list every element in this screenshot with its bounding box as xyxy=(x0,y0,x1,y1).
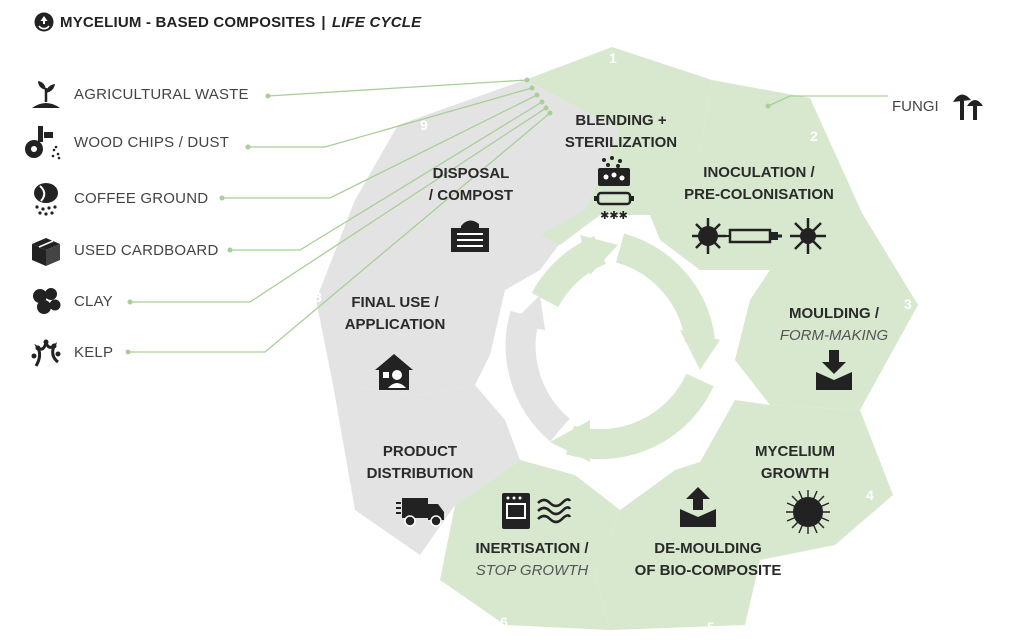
step-line2: / COMPOST xyxy=(428,187,514,204)
segment-7 xyxy=(333,385,520,555)
step-line2: APPLICATION xyxy=(344,316,446,333)
input-connectors xyxy=(128,79,888,353)
mould-box-icon xyxy=(816,350,852,390)
fungi-label: FUNGI xyxy=(892,97,939,115)
step-line1: DE-MOULDING xyxy=(654,540,762,557)
step-8-label: FINAL USE / APPLICATION xyxy=(333,292,457,336)
title-sub: LIFE CYCLE xyxy=(331,13,422,31)
saw-wood-icon xyxy=(25,126,61,160)
step-1-label: BLENDING + STERILIZATION xyxy=(551,110,691,154)
step-line2: DISTRIBUTION xyxy=(366,465,474,482)
segment-4 xyxy=(700,400,893,560)
input-clay: CLAY xyxy=(28,283,113,319)
input-agricultural-waste: AGRICULTURAL WASTE xyxy=(28,76,249,112)
coffee-bean-icon xyxy=(34,183,58,216)
input-fungi: FUNGI xyxy=(892,88,985,124)
step-number-1: 1 xyxy=(609,50,617,66)
step-line1: DISPOSAL xyxy=(432,165,510,182)
step-3-label: MOULDING / FORM-MAKING xyxy=(768,303,900,347)
step-number-3: 3 xyxy=(904,296,912,312)
step-6-label: INERTISATION / STOP GROWTH xyxy=(461,538,603,582)
title-separator: | xyxy=(321,13,326,31)
input-used-cardboard: USED CARDBOARD xyxy=(28,232,219,268)
input-coffee-ground: COFFEE GROUND xyxy=(28,180,208,216)
input-label: CLAY xyxy=(74,292,113,310)
input-label: COFFEE GROUND xyxy=(74,189,209,207)
step-line1: MOULDING / xyxy=(789,305,879,322)
segment-1 xyxy=(525,47,712,245)
clay-lumps-icon xyxy=(33,288,61,314)
connector-dots xyxy=(125,77,771,355)
step-9-label: DISPOSAL / COMPOST xyxy=(416,163,526,207)
step-number-8: 8 xyxy=(314,289,322,305)
step-line2: PRE-COLONISATION xyxy=(684,186,834,203)
step-line2: STERILIZATION xyxy=(564,134,678,151)
input-label: USED CARDBOARD xyxy=(74,241,219,259)
oven-heat-icon xyxy=(502,493,572,529)
step-4-label: MYCELIUM GROWTH xyxy=(745,441,845,485)
sprout-soil-icon xyxy=(32,81,60,108)
mycelium-icon xyxy=(786,490,830,534)
step-line2: FORM-MAKING xyxy=(779,327,889,344)
title-main: MYCELIUM - BASED COMPOSITES xyxy=(60,13,316,31)
segment-5 xyxy=(595,462,760,630)
step-number-5: 5 xyxy=(707,619,715,635)
segment-3 xyxy=(735,213,918,410)
segment-8 xyxy=(316,200,505,395)
input-kelp: KELP xyxy=(28,334,113,370)
step-number-4: 4 xyxy=(866,487,874,503)
step-line1: FINAL USE / xyxy=(351,294,439,311)
step-number-2: 2 xyxy=(810,128,818,144)
svg-text:✱✱✱: ✱✱✱ xyxy=(600,209,628,222)
unbox-icon xyxy=(680,487,716,527)
cardboard-box-icon xyxy=(32,238,60,266)
segment-6 xyxy=(440,460,620,630)
syringe-virus-icon xyxy=(692,218,826,254)
mushrooms-icon xyxy=(952,94,983,120)
kelp-icon xyxy=(31,339,61,367)
step-line1: MYCELIUM xyxy=(755,443,835,460)
truck-icon xyxy=(396,498,444,527)
input-label: AGRICULTURAL WASTE xyxy=(74,85,249,103)
step-line2: OF BIO-COMPOSITE xyxy=(634,562,782,579)
recycle-logo-icon xyxy=(34,12,54,32)
step-line1: INOCULATION / xyxy=(703,164,815,181)
house-user-icon xyxy=(375,354,413,390)
step-number-9: 9 xyxy=(420,117,428,133)
step-line2: GROWTH xyxy=(760,465,830,482)
step-5-label: DE-MOULDING OF BIO-COMPOSITE xyxy=(630,538,786,582)
step-number-6: 6 xyxy=(500,614,508,630)
step-7-label: PRODUCT DISTRIBUTION xyxy=(358,441,482,485)
step-line1: PRODUCT xyxy=(382,443,458,460)
compost-bin-icon xyxy=(451,220,489,252)
step-line1: BLENDING + xyxy=(575,112,667,129)
step-number-7: 7 xyxy=(344,483,352,499)
input-wood-chips: WOOD CHIPS / DUST xyxy=(24,122,229,162)
diagram-title: MYCELIUM - BASED COMPOSITES | LIFE CYCLE xyxy=(34,12,421,32)
input-label: KELP xyxy=(74,343,114,361)
mixer-sterilizer-icon: ✱✱✱ xyxy=(594,156,634,222)
step-line1: INERTISATION / xyxy=(475,540,589,557)
step-2-label: INOCULATION / PRE-COLONISATION xyxy=(671,162,847,206)
input-label: WOOD CHIPS / DUST xyxy=(74,133,230,151)
cycle-arrows xyxy=(505,233,720,462)
step-line2: STOP GROWTH xyxy=(475,562,589,579)
